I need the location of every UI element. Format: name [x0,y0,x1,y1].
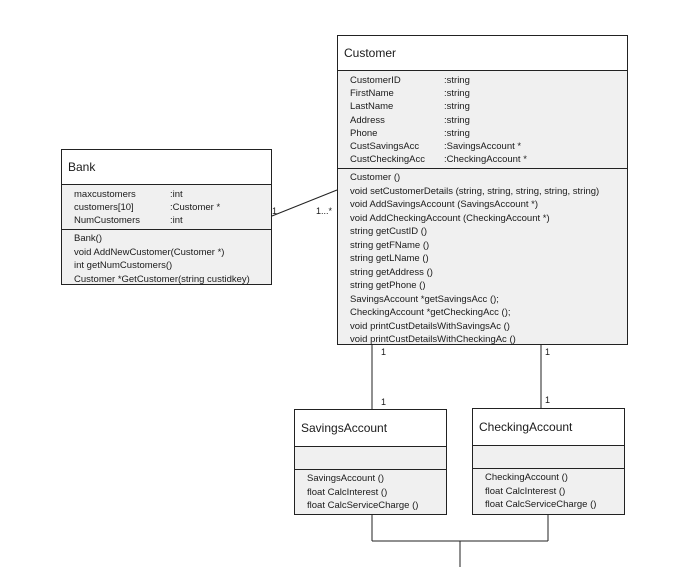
operation-row: float CalcServiceCharge () [485,499,597,510]
attribute-row: LastName :string [350,100,627,113]
attribute-name: customers[10] [74,202,134,214]
attribute-row: customers[10] :Customer * [74,201,271,214]
operation-row: float CalcInterest () [485,485,566,497]
attribute-type: :Customer * [170,202,221,214]
bank-customer-association [271,189,338,217]
multiplicity-label: 1 [545,395,551,405]
attribute-name: LastName [350,101,394,113]
attribute-row: NumCustomers :int [74,214,271,227]
operation-row: SavingsAccount () [307,473,385,484]
operations-section: Bank() void AddNewCustomer(Customer *) i… [62,229,271,285]
attribute-row: CustomerID :string [350,74,627,87]
customer-class[interactable]: Customer CustomerID :string FirstName :str… [337,35,628,345]
attribute-row: maxcustomers :int [74,188,271,201]
attribute-type: :SavingsAccount * [444,141,522,153]
savings-account-class[interactable]: SavingsAccount SavingsAccount () float C… [294,409,447,515]
operation-row: int getNumCustomers() [74,260,173,271]
attribute-row: Address :string [350,114,627,127]
operation-row: float CalcServiceCharge () [307,500,419,511]
attribute-type: :int [170,215,183,227]
attribute-name: Address [350,114,385,126]
operation-row: string getCustID () [350,226,428,237]
operation-row: void printCustDetailsWithSavingsAc () [350,320,510,332]
operation-row: Customer *GetCustomer(string custidkey) [74,273,250,285]
attribute-type: :string [444,114,470,126]
attribute-name: CustSavingsAcc [350,141,420,153]
class-title: SavingsAccount [301,421,388,435]
attribute-name: CustomerID [350,75,401,86]
attributes-section [295,446,446,469]
operation-row: float CalcInterest () [307,486,388,498]
attribute-row: CustCheckingAcc :CheckingAccount * [350,153,627,166]
operations-section: SavingsAccount () float CalcInterest () … [295,469,446,514]
attribute-type: :string [444,75,470,86]
multiplicity-label: 1 [381,347,387,357]
attribute-row: CustSavingsAcc :SavingsAccount * [350,140,627,153]
class-title: CheckingAccount [479,420,573,434]
operation-row: void printCustDetailsWithCheckingAc () [350,334,516,345]
attributes-section [473,445,624,468]
operations-section: Customer () void setCustomerDetails (str… [338,168,627,345]
operation-row: string getFName () [350,239,430,251]
operation-row: string getLName () [350,253,429,264]
multiplicity-label: 1 [545,347,551,357]
multiplicity-label: 1 [272,206,278,216]
attribute-type: :int [170,189,183,200]
attribute-name: Phone [350,127,378,139]
checking-account-class[interactable]: CheckingAccount CheckingAccount () float… [472,408,625,515]
operation-row: string getAddress () [350,266,433,278]
attributes-section: CustomerID :string FirstName :string LastN… [338,70,627,168]
class-title: Customer [344,46,397,60]
attribute-type: :CheckingAccount * [444,154,527,166]
operation-row: SavingsAccount *getSavingsAcc (); [350,293,499,305]
attribute-type: :string [444,127,470,139]
attribute-name: NumCustomers [74,215,140,227]
class-title: Bank [68,160,96,174]
attribute-name: FirstName [350,88,394,100]
multiplicity-label: 1 [381,397,387,407]
operations-section: CheckingAccount () float CalcInterest ()… [473,468,624,514]
attribute-name: maxcustomers [74,189,136,200]
attribute-name: CustCheckingAcc [350,154,425,166]
operation-row: void AddCheckingAccount (CheckingAccount… [350,212,550,224]
attribute-type: :string [444,101,470,113]
operation-row: CheckingAccount () [485,472,568,483]
attribute-row: Phone :string [350,127,627,140]
attribute-type: :string [444,88,470,100]
operation-row: Customer () [350,172,401,183]
operation-row: void setCustomerDetails (string, string,… [350,185,600,197]
operation-row: Bank() [74,233,102,244]
bank-class[interactable]: Bank maxcustomers :int customers[10] :Cust… [61,149,272,285]
operation-row: void AddNewCustomer(Customer *) [74,246,225,258]
multiplicity-label: 1...* [316,206,333,216]
attribute-row: FirstName :string [350,87,627,100]
operation-row: string getPhone () [350,280,426,291]
operation-row: CheckingAccount *getCheckingAcc (); [350,307,511,318]
attributes-section: maxcustomers :int customers[10] :Customer … [62,184,271,229]
operation-row: void AddSavingsAccount (SavingsAccount *… [350,199,538,210]
